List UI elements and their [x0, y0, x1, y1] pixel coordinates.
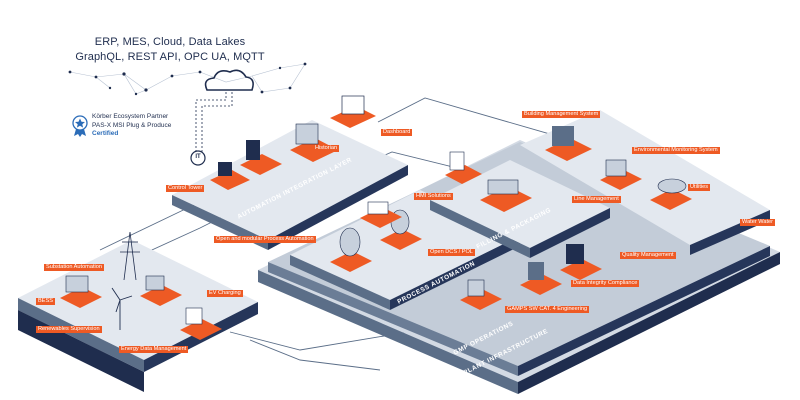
label-bess: BESS	[36, 298, 55, 305]
label-building-management: Building Management System	[522, 111, 601, 118]
label-energy-data-management: Energy Data Management	[119, 346, 189, 353]
partner-certification: Körber Ecosystem Partner PAS-X MSI Plug …	[92, 113, 242, 139]
energy-platform	[18, 240, 258, 392]
label-quality-management: Quality Management	[620, 252, 676, 259]
label-hmi-solutions: HMI Solutions	[414, 193, 453, 200]
label-ev-charging: EV Charging	[207, 290, 243, 297]
partner-line1: Körber Ecosystem Partner	[92, 113, 169, 120]
network-constellation	[69, 63, 306, 95]
label-substation-automation: Substation Automation	[44, 264, 104, 271]
certified-badge-icon	[72, 115, 88, 137]
label-historian: Historian	[313, 145, 340, 152]
label-dashboard: Dashboard	[381, 129, 413, 136]
label-utilities: Utilities	[688, 184, 711, 191]
it-connector	[195, 92, 233, 152]
power-tower-icon	[120, 231, 140, 281]
label-open-modular-automation: Open and modular Process Automation	[214, 236, 316, 243]
label-gamps: GAMPS SW CAT. 4 Engineering	[505, 306, 590, 313]
systems-headline-line1: ERP, MES, Cloud, Data Lakes	[94, 36, 246, 48]
it-badge	[190, 150, 206, 166]
cloud-icon	[204, 69, 254, 91]
label-data-integrity: Data Integrity Compliance	[571, 280, 640, 287]
label-open-dcs: Open DCS / POL	[428, 249, 475, 256]
label-line-management: Line Management	[572, 196, 621, 203]
it-badge-label: IT	[195, 154, 201, 160]
label-environmental-monitoring: Environmental Monitoring System	[632, 147, 720, 154]
label-control-tower: Control Tower	[166, 185, 205, 192]
wind-turbine-icon	[111, 287, 133, 330]
label-water-water: Water Water	[740, 219, 775, 226]
partner-line2: PAS-X MSI Plug & Produce	[92, 121, 172, 129]
systems-headline-line2: GraphQL, REST API, OPC UA, MQTT	[75, 51, 265, 63]
partner-certified: Certified	[92, 130, 119, 137]
label-renewables-supervision: Renewables Supervision	[36, 326, 102, 333]
network-nodes	[68, 62, 307, 96]
equipment-blocks	[60, 95, 692, 340]
